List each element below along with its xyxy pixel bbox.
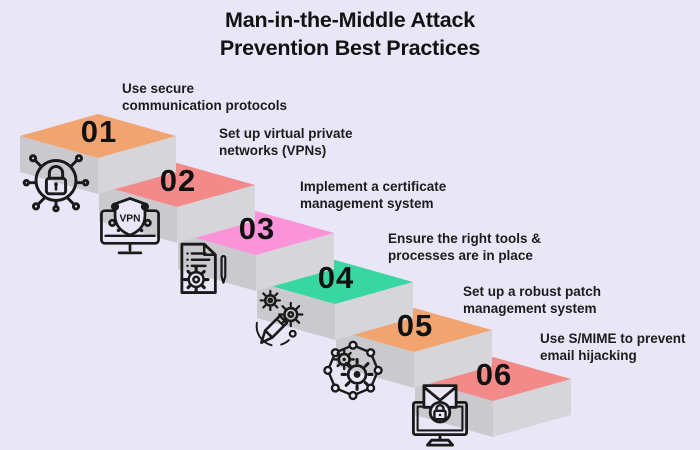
lock-network-icon (18, 142, 94, 216)
vpn-monitor-icon: VPN (90, 193, 170, 261)
page-title: Man-in-the-Middle Attack Prevention Best… (219, 8, 481, 61)
step-4-front-face (335, 282, 413, 340)
step-3-number: 03 (238, 211, 276, 246)
step-1-front-face (98, 136, 176, 194)
step-4-label: Ensure the right tools & processes are i… (388, 231, 542, 264)
step-1-number: 01 (80, 114, 118, 149)
step-5-front-face (414, 330, 492, 388)
step-6-front-face (493, 379, 571, 437)
vpn-label: VPN (120, 214, 141, 225)
step-3-left-face (178, 233, 256, 291)
step-1-label: Use secure communication protocols (122, 81, 288, 114)
step-5-number: 05 (396, 308, 434, 343)
step-2-label: Set up virtual private networks (VPNs) (219, 126, 353, 159)
step-1-top-face (20, 114, 176, 158)
step-6-number: 06 (475, 357, 513, 392)
step-6-label: Use S/MIME to prevent email hijacking (540, 331, 686, 364)
step-2-front-face (177, 185, 255, 243)
step-5-label: Set up a robust patch management system (463, 284, 602, 317)
secure-email-monitor-icon (398, 380, 482, 450)
step-4-number: 04 (317, 260, 355, 295)
pencil-gears-icon (242, 287, 314, 351)
step-2-number: 02 (159, 163, 197, 198)
step-3-label: Implement a certificate management syste… (300, 179, 447, 212)
certificate-document-icon (166, 238, 230, 300)
step-1-left-face (20, 136, 98, 194)
step-3-front-face (256, 233, 334, 291)
gears-network-icon (316, 335, 390, 403)
step-block-1 (20, 114, 176, 194)
